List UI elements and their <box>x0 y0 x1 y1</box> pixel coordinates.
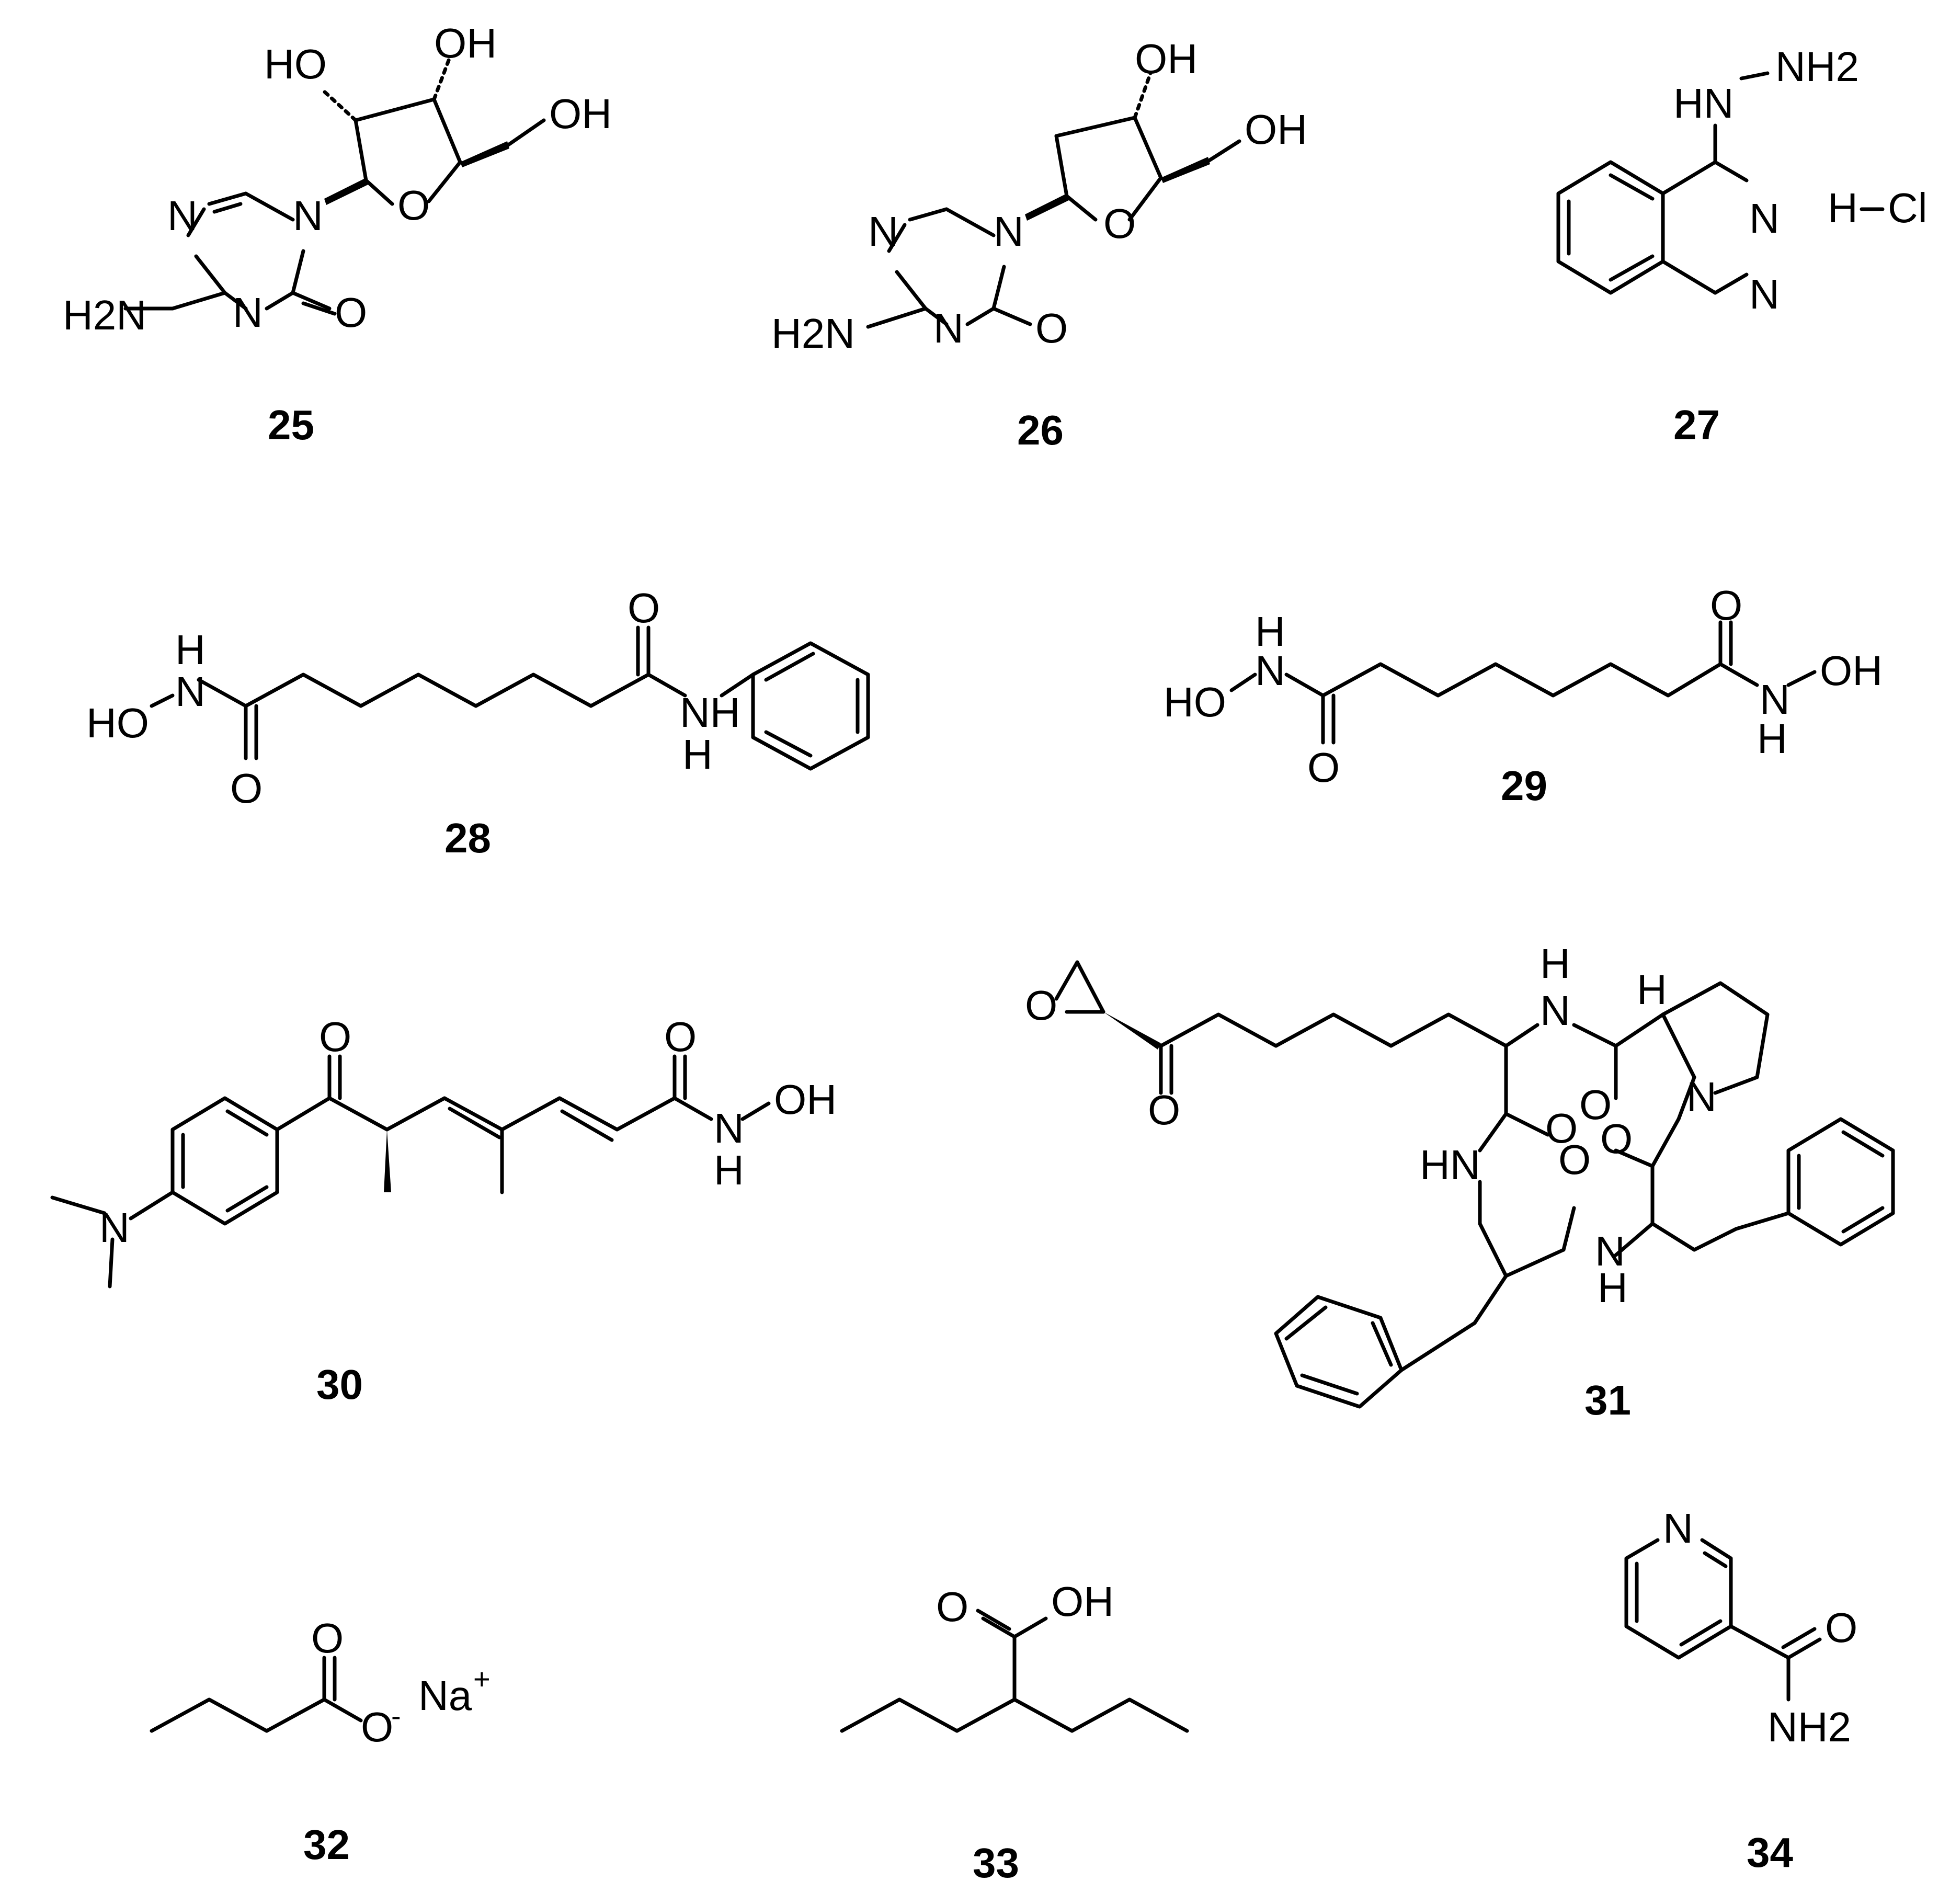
compound-number: 25 <box>268 402 314 448</box>
atom-label: N <box>1760 676 1790 723</box>
compound-34: N O NH2 34 <box>1624 1505 1857 1876</box>
atom-label: Cl <box>1888 185 1928 231</box>
atom-label: NH2 <box>1775 43 1859 90</box>
compound-number: 29 <box>1501 762 1547 809</box>
atom-label: O <box>664 1013 697 1060</box>
compound-number: 27 <box>1673 402 1720 448</box>
atom-label: H <box>1757 715 1787 762</box>
compound-33: O OH 33 <box>840 1578 1189 1886</box>
atom-label: H2N <box>63 292 146 338</box>
atom-label: N <box>714 1105 744 1151</box>
atom-label: H <box>1637 966 1667 1013</box>
atom-label: N <box>167 192 198 239</box>
atom-label: O <box>230 765 263 812</box>
compound-number: 34 <box>1747 1829 1793 1876</box>
compound-27: HN NH2 N N H Cl 27 <box>1556 43 1928 448</box>
atom-label: N <box>1255 647 1285 694</box>
atom-label: N <box>1749 271 1780 317</box>
atom-label: O <box>1600 1115 1633 1162</box>
atom-label: O <box>1825 1604 1857 1651</box>
compound-32: O O - Na + 32 <box>150 1615 491 1868</box>
compound-25: HO OH OH N N O N O H2N 25 <box>63 20 612 448</box>
atom-label: N <box>994 208 1024 255</box>
atom-label: HN <box>1420 1142 1480 1188</box>
atom-label: O <box>1710 582 1742 629</box>
atom-label: H <box>1255 608 1285 655</box>
atom-label: N <box>1663 1505 1693 1552</box>
atom-label: Na <box>418 1672 472 1719</box>
compound-31: O O H N H O N O O HN O N H 31 <box>1025 940 1895 1423</box>
atom-label: O <box>1103 200 1136 247</box>
atom-label: OH <box>1135 36 1198 82</box>
atom-label: HN <box>1673 80 1734 127</box>
charge-label: - <box>391 1699 401 1732</box>
atom-label: N <box>1749 195 1780 242</box>
atom-label: O <box>1148 1087 1180 1133</box>
atom-label: N <box>1595 1228 1625 1274</box>
atom-label: HO <box>264 41 327 87</box>
atom-label: O <box>1558 1136 1591 1183</box>
atom-label: OH <box>774 1076 837 1123</box>
atom-label: N <box>99 1204 130 1251</box>
atom-label: OH <box>1051 1578 1114 1625</box>
compound-number: 33 <box>973 1840 1019 1886</box>
atom-label: O <box>1545 1105 1578 1151</box>
atom-label: NH <box>680 689 740 736</box>
atom-label: O <box>936 1583 968 1630</box>
compound-number: 30 <box>316 1361 363 1408</box>
atom-label: O <box>397 182 430 229</box>
atom-label: O <box>1307 744 1340 791</box>
atom-label: OH <box>1245 106 1307 153</box>
atom-label: HO <box>86 700 149 746</box>
atom-label: O <box>335 289 367 336</box>
atom-label: N <box>1540 987 1570 1034</box>
atom-label: OH <box>549 90 612 137</box>
atom-label: O <box>361 1704 393 1750</box>
atom-label: H <box>1828 185 1858 231</box>
atom-label: H <box>714 1147 744 1193</box>
compound-28: H N HO O O NH H 28 <box>86 585 870 861</box>
compound-26: OH OH N N O N O H2N 26 <box>771 36 1307 453</box>
atom-label: O <box>1035 305 1068 351</box>
atom-label: H <box>1598 1264 1628 1311</box>
atom-label: NH2 <box>1767 1704 1851 1750</box>
compound-30: O O N OH H N 30 <box>50 1013 837 1408</box>
atom-label: O <box>319 1013 351 1060</box>
compound-29: H N HO O O N OH H 29 <box>1164 582 1883 809</box>
atom-label: H <box>682 731 713 778</box>
atom-label: N <box>933 305 964 351</box>
atom-label: O <box>628 585 660 631</box>
compound-number: 28 <box>444 815 491 861</box>
atom-label: H2N <box>771 310 855 357</box>
compound-number: 26 <box>1017 407 1064 453</box>
compound-number: 31 <box>1584 1377 1631 1423</box>
atom-label: N <box>1686 1074 1717 1120</box>
atom-label: OH <box>434 20 497 66</box>
atom-label: N <box>293 192 323 239</box>
atom-label: N <box>233 289 263 336</box>
compound-number: 32 <box>303 1821 350 1868</box>
atom-label: H <box>175 626 206 673</box>
atom-label: H <box>1540 940 1570 987</box>
atom-label: O <box>311 1615 344 1661</box>
atom-label: O <box>1025 982 1057 1029</box>
atom-label: N <box>868 208 898 255</box>
atom-label: O <box>1579 1081 1612 1128</box>
charge-label: + <box>473 1662 491 1695</box>
atom-label: N <box>175 668 206 715</box>
atom-label: OH <box>1820 647 1883 694</box>
atom-label: HO <box>1164 679 1226 725</box>
